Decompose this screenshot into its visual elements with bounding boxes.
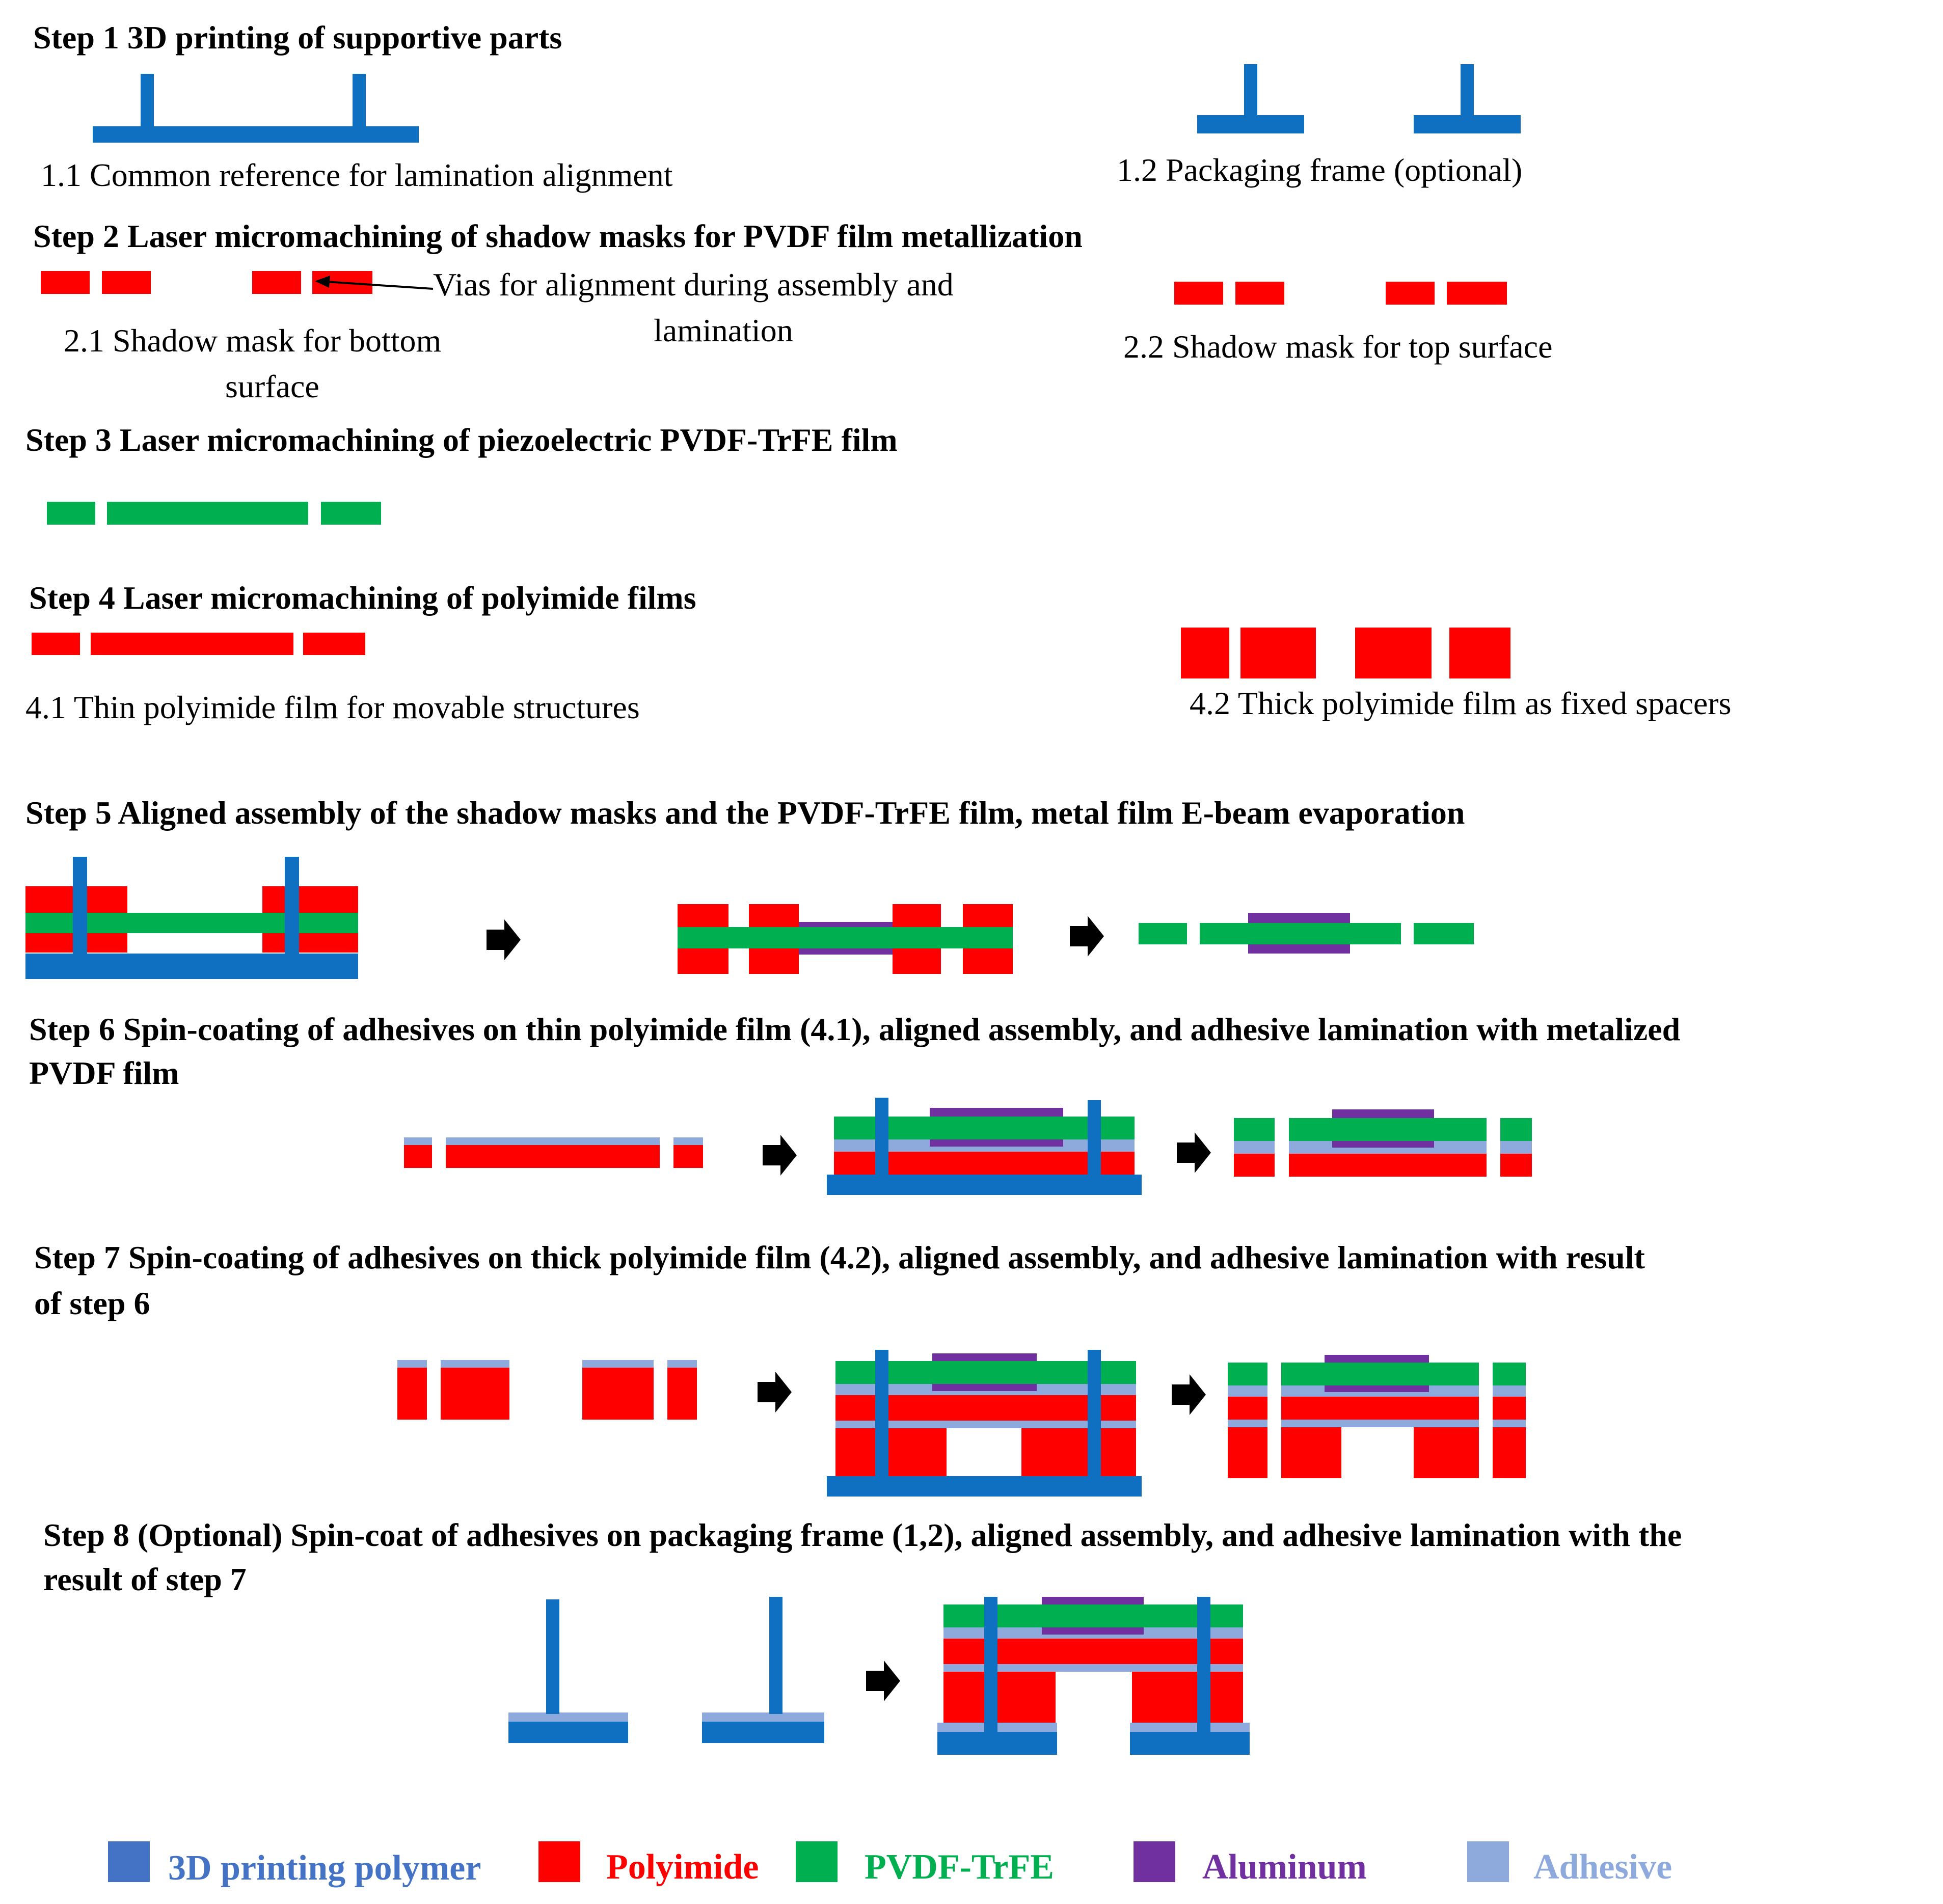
step5-metalized-pvdf	[1139, 913, 1474, 954]
step8-title-line1: Step 8 (Optional) Spin-coat of adhesives…	[43, 1517, 1682, 1553]
step5-title: Step 5 Aligned assembly of the shadow ma…	[25, 795, 1465, 831]
vias-pointer-arrow	[315, 276, 434, 290]
legend-swatch-polyimide	[538, 1841, 580, 1882]
legend-swatch-aluminum	[1134, 1841, 1175, 1882]
step7-title-line2: of step 6	[34, 1285, 150, 1321]
step4-title: Step 4 Laser micromachining of polyimide…	[29, 580, 696, 616]
step6-title-line1: Step 6 Spin-coating of adhesives on thin…	[29, 1011, 1680, 1047]
arrow-right-icon	[763, 1135, 797, 1176]
step8-packaged-device	[937, 1597, 1250, 1755]
step8-packaging-frame-with-adhesive	[508, 1597, 824, 1743]
packaging-frame-parts	[1197, 64, 1521, 133]
step6-title-line2: PVDF film	[29, 1055, 179, 1091]
step2-caption-1-line2: surface	[225, 368, 319, 404]
legend-swatch-polymer	[108, 1841, 150, 1882]
thick-polyimide-film	[1181, 628, 1510, 678]
step1-caption-2: 1.2 Packaging frame (optional)	[1117, 152, 1522, 188]
legend: 3D printing polymer Polyimide PVDF-TrFE …	[108, 1841, 1672, 1888]
vias-label-line1: Vias for alignment during assembly and	[433, 266, 954, 303]
legend-swatch-pvdf	[796, 1841, 838, 1882]
step6-lamination-on-reference	[827, 1098, 1142, 1195]
step2-caption-1-line1: 2.1 Shadow mask for bottom	[64, 322, 441, 359]
step7-title-line1: Step 7 Spin-coating of adhesives on thic…	[34, 1239, 1645, 1275]
bottom-shadow-mask	[41, 271, 372, 294]
step7-lamination-on-reference	[827, 1350, 1142, 1497]
step1-title: Step 1 3D printing of supportive parts	[33, 19, 562, 56]
step4-caption-1: 4.1 Thin polyimide film for movable stru…	[25, 689, 640, 725]
step3-title: Step 3 Laser micromachining of piezoelec…	[25, 422, 898, 458]
legend-label-pvdf: PVDF-TrFE	[865, 1847, 1054, 1887]
step2-caption-2: 2.2 Shadow mask for top surface	[1123, 329, 1552, 365]
step7-laminated-result	[1228, 1355, 1526, 1478]
arrow-right-icon	[1070, 916, 1104, 957]
step1-caption-1: 1.1 Common reference for lamination alig…	[41, 157, 673, 193]
pvdf-film-patterned	[47, 502, 381, 525]
legend-swatch-adhesive	[1467, 1841, 1509, 1882]
legend-label-polymer: 3D printing polymer	[168, 1848, 481, 1888]
step2-title: Step 2 Laser micromachining of shadow ma…	[33, 218, 1083, 254]
arrow-right-icon	[866, 1661, 900, 1701]
arrow-right-icon	[487, 919, 521, 960]
top-shadow-mask	[1174, 282, 1507, 305]
step5-masked-evaporation	[678, 904, 1013, 974]
arrow-right-icon	[758, 1372, 792, 1412]
step8-title-line2: result of step 7	[43, 1561, 247, 1597]
step5-assembly-on-reference	[25, 857, 358, 979]
legend-label-polyimide: Polyimide	[606, 1847, 759, 1887]
step6-laminated-result	[1234, 1109, 1532, 1177]
arrow-right-icon	[1177, 1132, 1211, 1173]
arrow-right-icon	[1172, 1374, 1206, 1415]
vias-label-line2: lamination	[654, 312, 793, 348]
legend-label-adhesive: Adhesive	[1533, 1847, 1672, 1887]
step7-thick-polyimide-with-adhesive	[397, 1360, 697, 1420]
common-reference-part	[93, 74, 419, 143]
thin-polyimide-film	[32, 633, 365, 655]
step4-caption-2: 4.2 Thick polyimide film as fixed spacer…	[1190, 685, 1731, 721]
legend-label-aluminum: Aluminum	[1202, 1847, 1367, 1887]
step6-thin-polyimide-with-adhesive	[404, 1137, 703, 1168]
